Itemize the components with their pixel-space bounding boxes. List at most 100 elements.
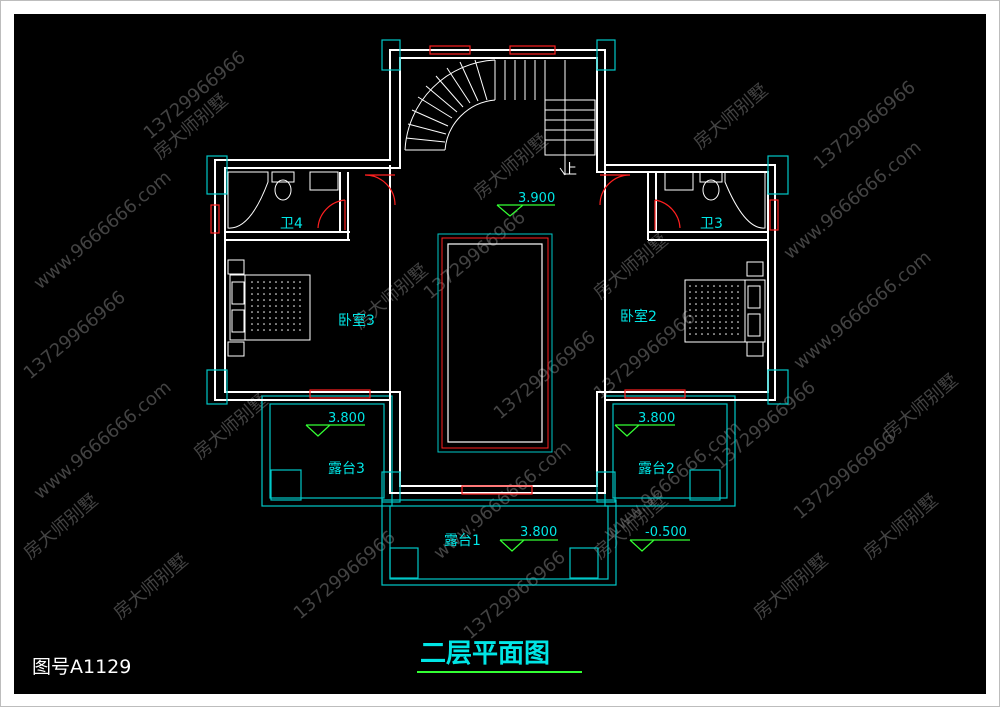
bathroom-fixtures xyxy=(227,171,766,229)
bed-cover-dot xyxy=(257,305,259,307)
watermark-brand: 房大师别墅 xyxy=(880,370,962,444)
bed-cover-dot xyxy=(689,297,691,299)
bed-cover-dot xyxy=(257,317,259,319)
bed-cover-dot xyxy=(707,285,709,287)
bed-cover-dot xyxy=(707,321,709,323)
watermark-brand: 房大师别墅 xyxy=(860,490,942,564)
bed-cover-dot xyxy=(719,315,721,317)
bed-cover-dot xyxy=(263,305,265,307)
bed-cover-dot xyxy=(719,321,721,323)
bed-cover-dot xyxy=(725,309,727,311)
bed-cover-dot xyxy=(287,293,289,295)
bed-cover-dot xyxy=(251,299,253,301)
bed-cover-dot xyxy=(695,285,697,287)
elevation-markers xyxy=(305,204,690,552)
bed-cover-dot xyxy=(257,281,259,283)
walls xyxy=(214,49,776,494)
room-label-bath3: 卫3 xyxy=(700,216,723,232)
bed-cover-dot xyxy=(293,317,295,319)
bed-cover-dot xyxy=(257,299,259,301)
bed-cover-dot xyxy=(299,323,301,325)
bed-cover-dot xyxy=(701,297,703,299)
bed-cover-dot xyxy=(719,327,721,329)
doors xyxy=(317,174,681,230)
corner-columns xyxy=(206,39,789,503)
watermark-phone: 13729966966 xyxy=(20,287,130,384)
watermark-site: www.9666666.com xyxy=(790,247,936,374)
room-labels: 卫4 卫3 卧室3 卧室2 露台3 露台2 露台1 上 xyxy=(280,162,723,549)
room-label-bedroom3: 卧室3 xyxy=(338,312,375,329)
bed-cover-dot xyxy=(707,333,709,335)
bed-cover-dot xyxy=(689,309,691,311)
bed-cover-dot xyxy=(701,285,703,287)
bed-cover-dot xyxy=(707,297,709,299)
bed-cover-dot xyxy=(731,309,733,311)
bed-cover-dot xyxy=(287,317,289,319)
bed-cover-dot xyxy=(263,293,265,295)
bed-cover-dot xyxy=(731,291,733,293)
bed-cover-dot xyxy=(689,333,691,335)
bed-cover-dot xyxy=(707,315,709,317)
bed-cover-dot xyxy=(719,285,721,287)
bed-cover-dot xyxy=(269,305,271,307)
bed-cover-dot xyxy=(713,327,715,329)
bed-dots xyxy=(251,281,739,335)
bed-cover-dot xyxy=(269,299,271,301)
bed-cover-dot xyxy=(707,291,709,293)
stair-up-label: 上 xyxy=(563,162,577,178)
bed-cover-dot xyxy=(701,315,703,317)
bed-cover-dot xyxy=(269,293,271,295)
bed-cover-dot xyxy=(287,287,289,289)
bed-cover-dot xyxy=(275,305,277,307)
bed-cover-dot xyxy=(299,293,301,295)
cad-canvas xyxy=(14,14,986,694)
bed-cover-dot xyxy=(287,281,289,283)
bed-cover-dot xyxy=(725,291,727,293)
bed-cover-dot xyxy=(725,321,727,323)
bed-cover-dot xyxy=(251,317,253,319)
watermark-brand: 房大师别墅 xyxy=(690,80,772,154)
bed-cover-dot xyxy=(299,281,301,283)
watermark-phone: 13729966966 xyxy=(290,527,400,624)
bed-cover-dot xyxy=(731,327,733,329)
bed-cover-dot xyxy=(695,315,697,317)
bed-cover-dot xyxy=(713,303,715,305)
bed-cover-dot xyxy=(287,299,289,301)
bed-cover-dot xyxy=(251,293,253,295)
bed-cover-dot xyxy=(299,299,301,301)
bed-cover-dot xyxy=(713,315,715,317)
bed-cover-dot xyxy=(725,327,727,329)
bed-cover-dot xyxy=(287,329,289,331)
bed-cover-dot xyxy=(257,329,259,331)
bed-cover-dot xyxy=(725,333,727,335)
bed-cover-dot xyxy=(701,291,703,293)
bed-cover-dot xyxy=(689,291,691,293)
bed-cover-dot xyxy=(275,323,277,325)
elevation-hall: 3.900 xyxy=(518,191,555,206)
bed-cover-dot xyxy=(281,311,283,313)
elevation-terrace3: 3.800 xyxy=(328,411,365,426)
bed-cover-dot xyxy=(725,285,727,287)
watermark-phone: 13729966966 xyxy=(790,427,900,524)
bed-cover-dot xyxy=(251,305,253,307)
bed-cover-dot xyxy=(701,327,703,329)
bed-cover-dot xyxy=(689,321,691,323)
bed-cover-dot xyxy=(737,297,739,299)
bed-cover-dot xyxy=(293,329,295,331)
room-label-terrace1: 露台1 xyxy=(444,533,481,549)
bed-cover-dot xyxy=(299,305,301,307)
bed-cover-dot xyxy=(737,321,739,323)
bed-cover-dot xyxy=(701,303,703,305)
bed-cover-dot xyxy=(251,281,253,283)
bed-cover-dot xyxy=(275,293,277,295)
elevation-ground: -0.500 xyxy=(645,525,687,540)
drawing-number: 图号A1129 xyxy=(32,656,131,678)
bed-cover-dot xyxy=(737,309,739,311)
bed-cover-dot xyxy=(707,327,709,329)
bed-cover-dot xyxy=(725,315,727,317)
bed-cover-dot xyxy=(293,311,295,313)
bed-cover-dot xyxy=(713,285,715,287)
bed-cover-dot xyxy=(731,315,733,317)
room-label-bedroom2: 卧室2 xyxy=(620,308,657,325)
